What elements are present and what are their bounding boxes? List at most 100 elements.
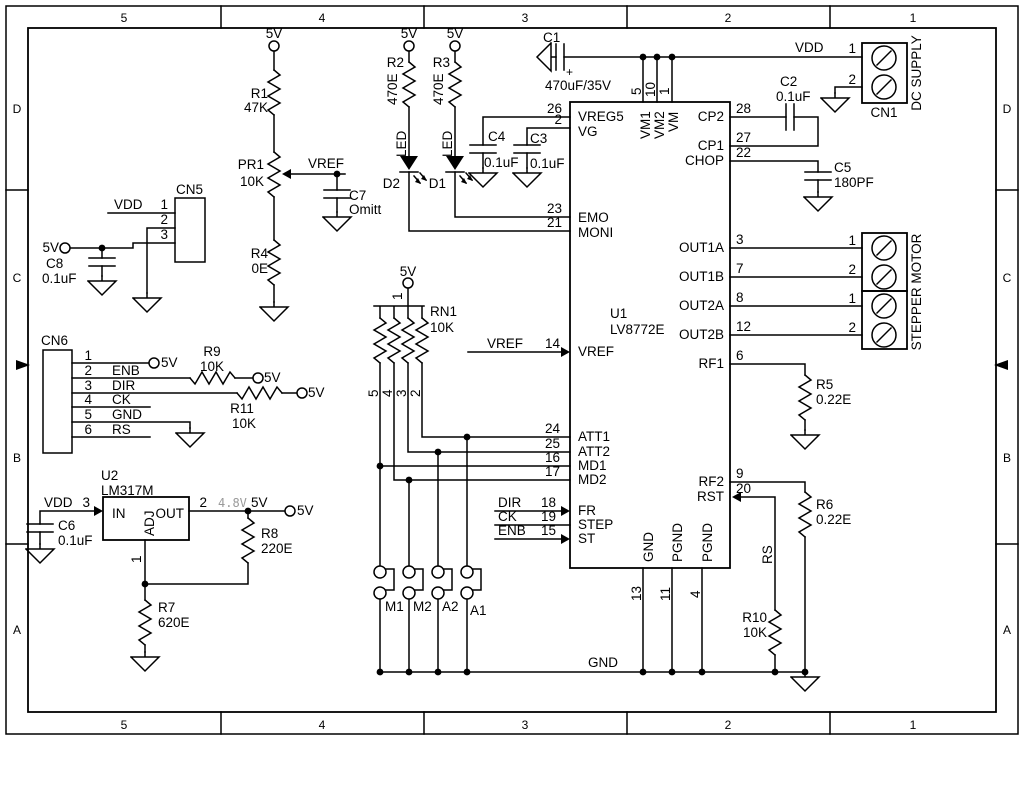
pin-number: 17 xyxy=(545,464,560,479)
zone-col: 2 xyxy=(725,718,732,732)
pin-name: VREG5 xyxy=(578,109,624,124)
zone-row: D xyxy=(1003,102,1012,116)
value-label: 0.22E xyxy=(816,392,851,407)
net-label-5v: 5V xyxy=(264,370,281,385)
ref-label: R5 xyxy=(816,377,833,392)
pin-arrow-icon xyxy=(732,492,741,502)
pin-number: 2 xyxy=(554,112,562,127)
ref-label: R3 xyxy=(433,55,450,70)
zone-col: 1 xyxy=(910,718,917,732)
zone-row: A xyxy=(1003,623,1011,637)
zone-col: 3 xyxy=(522,718,529,732)
pin-name: MD2 xyxy=(578,472,607,487)
zone-col: 4 xyxy=(319,718,326,732)
zone-col: 2 xyxy=(725,11,732,25)
pin-number: 21 xyxy=(547,215,562,230)
pin-name: FR xyxy=(578,503,596,518)
pin-arrow-icon xyxy=(561,347,570,357)
ground-icon xyxy=(175,427,205,448)
rn1-and-switches: 5V 1 RN1 10K 5 4 3 2 M1 M2 A2 A1 xyxy=(366,264,571,673)
part-label: LM317M xyxy=(101,483,154,498)
resistor-R10 xyxy=(768,609,782,656)
net-label-enb: ENB xyxy=(498,523,526,538)
pin-name: OUT1A xyxy=(679,240,724,255)
ref-label: A1 xyxy=(470,603,487,618)
junction-dot xyxy=(653,53,661,61)
zone-row: A xyxy=(13,623,21,637)
zone-row: B xyxy=(1003,451,1011,465)
pin-number: 23 xyxy=(547,201,562,216)
resistor-network-RN1 xyxy=(373,317,387,364)
led-D2-icon xyxy=(399,155,428,185)
net-label-5v: 5V xyxy=(251,495,268,510)
pin-number: 1 xyxy=(657,87,672,95)
pin-name: IN xyxy=(112,506,126,521)
ground-icon xyxy=(25,543,55,564)
pin-name: VG xyxy=(578,124,598,139)
pin-number: 22 xyxy=(736,145,751,160)
pin-name: CP1 xyxy=(698,138,724,153)
junction-dot xyxy=(463,433,471,441)
supply-terminal-icon xyxy=(296,387,308,399)
ground-icon xyxy=(322,211,352,232)
pin-number: 1 xyxy=(160,197,168,212)
pin-name: PGND xyxy=(700,523,715,562)
ref-label: C7 xyxy=(349,188,366,203)
value-label: 0E xyxy=(251,261,268,276)
ref-label: CN1 xyxy=(870,105,897,120)
pin-number: 7 xyxy=(736,261,744,276)
pin-name: MONI xyxy=(578,225,613,240)
value-label: 10K xyxy=(232,416,256,431)
net-label-5v: 5V xyxy=(161,355,178,370)
net-label-dir: DIR xyxy=(498,495,522,510)
ref-label: R9 xyxy=(203,344,220,359)
ground-icon xyxy=(130,651,160,672)
capacitor-C4 xyxy=(469,144,497,154)
capacitor-C7 xyxy=(323,189,351,199)
value-label: 0.1uF xyxy=(776,89,811,104)
screw-terminal-icon xyxy=(871,45,897,71)
net-label-5v: 5V xyxy=(308,385,325,400)
led-indicators: 5V 5V R2 R3 470E 470E LED LED D2 D1 C4 0… xyxy=(383,26,571,232)
value-label: 10K xyxy=(430,320,454,335)
ref-label: C4 xyxy=(488,129,506,144)
pin-number: 26 xyxy=(547,101,562,116)
pin-number: 1 xyxy=(84,348,92,363)
vref-bias-chain: 5V R1 47K PR1 10K VREF C7 Omitt R4 0E xyxy=(238,26,381,322)
pin-name: OUT xyxy=(156,506,185,521)
pin-name: RF2 xyxy=(698,474,724,489)
value-label: 10K xyxy=(240,174,264,189)
zone-col: 4 xyxy=(319,11,326,25)
net-label-4v8: 4.8V xyxy=(218,496,247,510)
switch-M1 xyxy=(373,565,395,600)
pin-number: 3 xyxy=(84,378,92,393)
value-label: 0.1uF xyxy=(530,156,565,171)
ground-icon xyxy=(87,275,117,296)
ref-label: A2 xyxy=(442,599,459,614)
junction-dot xyxy=(668,668,676,676)
driver-ic-U1: U1 LV8772E 26 2 23 21 14 24 25 16 17 18 … xyxy=(467,82,751,673)
value-label: 10K xyxy=(743,625,767,640)
ref-label: U2 xyxy=(101,468,118,483)
pin-number: 4 xyxy=(380,389,395,397)
ground-icon xyxy=(132,292,162,313)
pin-name: VM1 xyxy=(638,111,653,139)
ref-label: C5 xyxy=(834,160,851,175)
supply-rail: C1 + 470uF/35V VDD xyxy=(536,30,863,103)
pin-name: OUT2A xyxy=(679,298,724,313)
net-label-5v: 5V xyxy=(401,26,418,41)
screw-terminal-icon xyxy=(871,264,897,290)
pin-number: 2 xyxy=(408,389,423,397)
junction-dot xyxy=(376,668,384,676)
zone-row: B xyxy=(13,451,21,465)
ref-label: R8 xyxy=(261,526,278,541)
pin-number: 8 xyxy=(736,290,744,305)
screw-terminal-icon xyxy=(871,293,897,319)
pin-name: RS xyxy=(112,422,131,437)
zone-row: C xyxy=(13,271,22,285)
output-and-sense: C2 0.1uF C5 180PF 1 2 1 2 STEPPER MOTOR … xyxy=(729,74,924,673)
ground-icon xyxy=(790,671,820,692)
pin-name: ATT2 xyxy=(578,444,610,459)
pin-number: 14 xyxy=(545,336,561,351)
